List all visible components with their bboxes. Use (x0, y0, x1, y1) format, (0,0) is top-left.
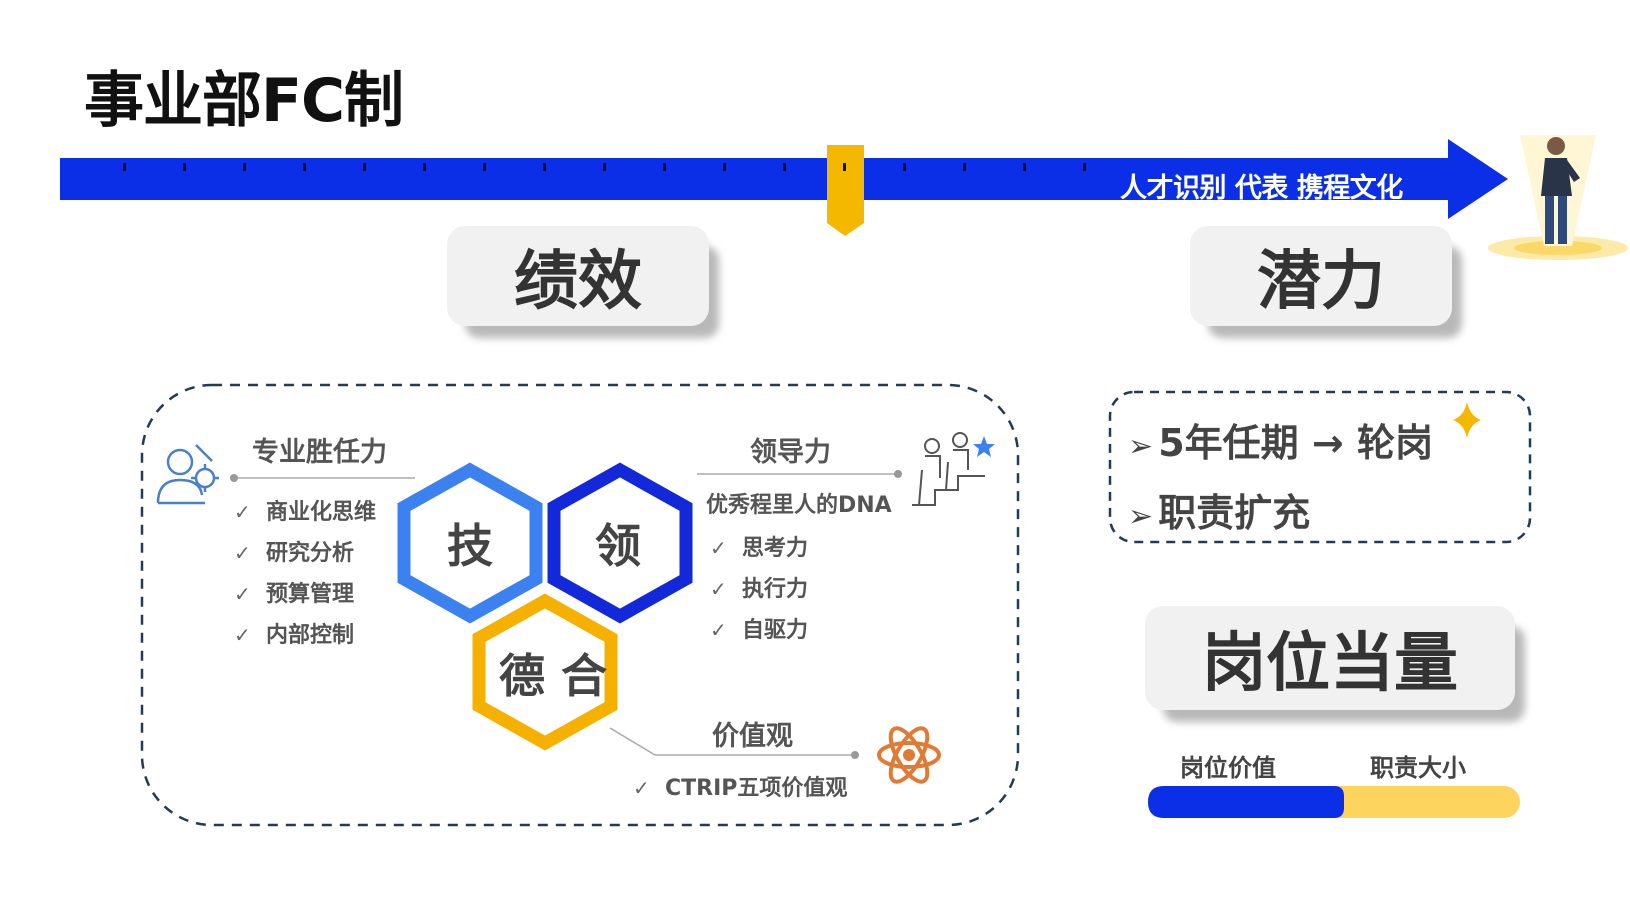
hexagon-ling-label: 领 (595, 519, 641, 573)
timeline-arrow (60, 139, 1508, 219)
list-item: ➢ 5年任期 → 轮岗 (1128, 421, 1433, 465)
person-spotlight-icon (1488, 135, 1628, 260)
check-icon: ✓ (234, 500, 251, 524)
check-icon: ✓ (234, 582, 251, 606)
list-item: ➢ 职责扩充 (1128, 491, 1311, 535)
position-bar (1148, 786, 1520, 818)
hexagon-ji-label: 技 (447, 519, 493, 573)
hexagon-dehe (472, 593, 618, 751)
leadership-list: ✓ 思考力 ✓ 执行力 ✓ 自驱力 (710, 530, 808, 653)
list-item: ✓ 自驱力 (710, 618, 809, 643)
check-icon: ✓ (710, 618, 727, 642)
professional-person-gear-icon (156, 444, 219, 505)
list-item: ✓ 研究分析 (234, 541, 355, 566)
potential-list: ➢ 5年任期 → 轮岗 ➢ 职责扩充 (1128, 412, 1433, 552)
competency-dashed-box (140, 383, 1020, 827)
check-icon: ✓ (710, 536, 727, 560)
check-icon: ✓ (633, 776, 650, 800)
check-icon: ✓ (234, 541, 251, 565)
list-item: ✓ 预算管理 (234, 582, 355, 607)
leadership-subheading: 优秀程里人的DNA (706, 493, 892, 518)
professional-heading: 专业胜任力 (252, 437, 387, 468)
bar-left-label: 岗位价值 (1180, 754, 1276, 782)
timeline-ticks (123, 163, 1086, 171)
hexagon-dehe-label: 德 合 (498, 649, 607, 703)
timeline-marker (827, 145, 864, 236)
potential-dashed-box (1108, 390, 1532, 544)
sparkle-icon (1453, 402, 1481, 438)
performance-card: 绩效 (447, 226, 709, 326)
professional-list: ✓ 商业化思维 ✓ 研究分析 ✓ 预算管理 ✓ 内部控制 (234, 494, 376, 658)
list-item: ✓ 商业化思维 (234, 500, 377, 525)
leadership-heading: 领导力 (750, 437, 831, 468)
arrow-bullet-icon: ➢ (1128, 429, 1154, 464)
list-item: ✓ CTRIP五项价值观 (633, 776, 848, 801)
values-list: ✓ CTRIP五项价值观 (633, 770, 847, 802)
timeline-slogan: 人才识别 代表 携程文化 (1120, 173, 1403, 204)
leadership-star-icon (973, 436, 995, 457)
values-heading: 价值观 (712, 721, 793, 752)
hexagon-ling (547, 462, 693, 624)
values-atom-icon (877, 726, 941, 784)
list-item: ✓ 思考力 (710, 536, 809, 561)
arrow-bullet-icon: ➢ (1128, 499, 1154, 534)
check-icon: ✓ (234, 623, 251, 647)
leadership-people-stairs-icon (912, 432, 985, 506)
hexagon-ji (397, 462, 543, 624)
potential-card: 潜力 (1190, 226, 1452, 326)
bar-right-label: 职责大小 (1370, 754, 1466, 782)
position-equivalent-card: 岗位当量 (1145, 606, 1515, 710)
check-icon: ✓ (710, 577, 727, 601)
list-item: ✓ 执行力 (710, 577, 809, 602)
list-item: ✓ 内部控制 (234, 623, 355, 648)
page-title: 事业部FC制 (84, 66, 404, 136)
